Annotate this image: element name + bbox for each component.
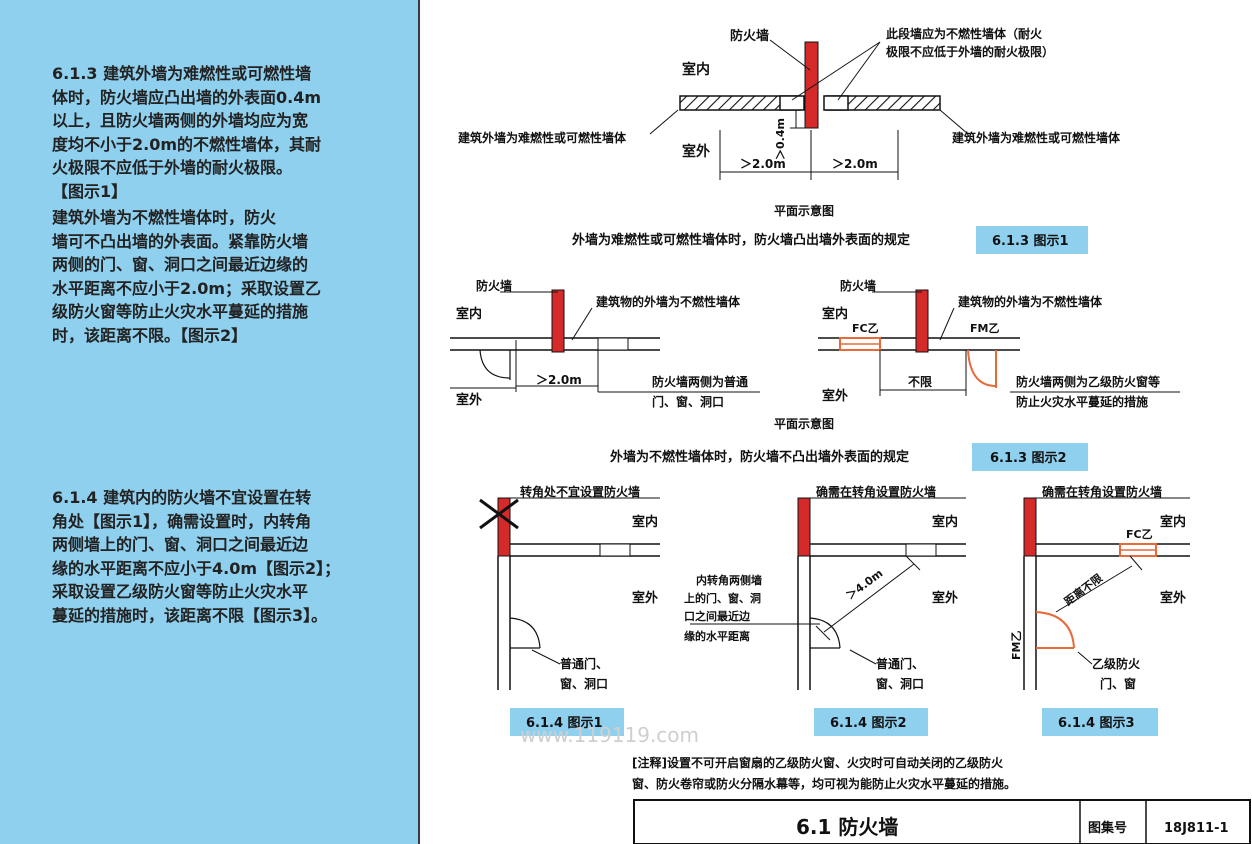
label-note-2: 极限不应低于外墙的耐火极限） [886,44,1054,59]
section-title: 6.1 防火墙 [796,815,898,839]
label-distance-unlimited: 距离不限 [1061,571,1105,609]
label-indoor: 室内 [682,61,710,78]
figure-badge: 6.1.4 图示2 [830,716,907,731]
atlas-label: 图集号 [1088,820,1127,836]
plan-caption: 平面示意图 [774,416,834,431]
note-line-2: 窗、防火卷帘或防火分隔水幕等，均可视为能防止火灾水平蔓延的措施。 [632,776,1016,791]
label-indoor: 室内 [932,514,958,530]
figure-badge: 6.1.4 图示3 [1058,716,1135,731]
figure-badge: 6.1.3 图示2 [990,451,1067,466]
desc-line-2: 上的门、窗、洞 [684,591,761,605]
figure-6-1-3-2-right: 防火墙 室内 建筑物的外墙为不燃性墙体 FC乙 FM乙 室外 不限 防火墙两侧为… [609,278,1180,471]
window-opening [599,543,631,557]
atlas-number: 18J811-1 [1164,821,1229,836]
figure-title: 外墙为难燃性或可燃性墙体时，防火墙凸出墙外表面的规定 [571,232,910,248]
window-opening [905,543,937,557]
note-line-1: [注释]设置不可开启窗扇的乙级防火窗、火灾时可自动关闭的乙级防火 [632,755,1004,770]
watermark: www.119119.com [520,723,699,747]
door-swing [479,349,511,379]
note-line-1: 普通门、 [560,656,608,671]
label-indoor: 室内 [456,306,482,322]
label-exterior-wall: 建筑物的外墙为不燃性墙体 [957,294,1103,309]
desc-line-4: 缘的水平距离 [684,629,750,643]
label-exterior-wall: 建筑物的外墙为不燃性墙体 [595,294,741,309]
firewall-red [804,41,819,129]
fire-door-fm [967,349,997,387]
firewall-red [1023,497,1037,557]
figure-badge-bg [976,226,1088,254]
figure-6-1-3-2-left: 防火墙 室内 建筑物的外墙为不燃性墙体 室外 ＞2.0m 防火墙两侧为普通 门、… [450,278,760,409]
label-fc: FC乙 [1126,528,1153,541]
figure-6-1-4-2: 确需在转角设置防火墙 室内 室外 ＞4.0m 内转角两侧墙 上的门、窗、洞 口之… [684,484,966,736]
clause-6-1-3: 6.1.3 建筑外墙为难燃性或可燃性墙 体时，防火墙应凸出墙的外表面0.4m 以… [52,64,322,201]
figure-badge-bg [972,443,1088,471]
dim-left-2m: ＞2.0m [740,157,786,171]
desc-line-3: 口之间最近边 [684,609,751,623]
label-indoor: 室内 [1160,514,1186,530]
fire-door-fm [1035,611,1075,649]
label-outdoor: 室外 [932,590,958,606]
label-left-wall: 建筑外墙为难燃性或可燃性墙体 [457,130,627,145]
note-line-1: 普通门、 [876,656,924,671]
label-outdoor: 室外 [682,143,710,160]
label-firewall: 防火墙 [730,28,769,44]
label-outdoor: 室外 [822,388,848,404]
figure-badge-bg [1042,708,1158,736]
clause-6-1-3-continued: 建筑外墙为不燃性墙体时，防火 墙可不凸出墙的外表面。紧靠防火墙 两侧的门、窗、洞… [52,208,322,345]
firewall-red [551,289,565,353]
note-line-2: 门、窗、洞口 [652,394,724,409]
figure-badge: 6.1.3 图示1 [992,234,1069,249]
window-opening [597,337,629,351]
label-note-1: 此段墙应为不燃性墙体（耐火 [886,26,1043,41]
door-swing [509,617,541,649]
note-line-2: 防止火灾水平蔓延的措施 [1016,394,1148,409]
figure-6-1-3-1: 防火墙 此段墙应为不燃性墙体（耐火 极限不应低于外墙的耐火极限） 室内 室外 建… [457,26,1121,254]
label-outdoor: 室外 [1160,590,1186,606]
label-firewall: 防火墙 [476,278,512,293]
label-outdoor: 室外 [456,392,482,408]
figure-6-1-4-1: 转角处不宜设置防火墙 室内 室外 普通门、 窗、洞口 6.1.4 图示1 [479,484,660,736]
label-fm: FM乙 [1010,631,1023,660]
noncombustible-wall-right [823,95,849,111]
label-firewall: 防火墙 [840,278,876,293]
dim-0-4m: ＞0.4m [774,118,787,160]
label-fm: FM乙 [970,322,999,335]
note-line-1: 防火墙两侧为乙级防火窗等 [1016,374,1160,389]
dim-2m: ＞2.0m [536,373,582,387]
label-right-wall: 建筑外墙为难燃性或可燃性墙体 [951,130,1121,145]
figure-badge: 6.1.4 图示1 [526,716,603,731]
note-line-2: 窗、洞口 [876,676,924,691]
figure-6-1-4-3: 确需在转角设置防火墙 室内 室外 FC乙 FM乙 距离不限 乙级防火 门、窗 6… [1010,484,1190,736]
dim-right-2m: ＞2.0m [832,157,878,171]
label-indoor: 室内 [822,306,848,322]
figure-title: 外墙为不燃性墙体时，防火墙不凸出墙外表面的规定 [609,449,909,465]
dim-unlimited: 不限 [908,374,932,389]
title: 确需在转角设置防火墙 [1042,484,1162,499]
desc-line-1: 内转角两侧墙 [696,573,762,587]
firewall-red [797,497,811,557]
title: 转角处不宜设置防火墙 [520,484,640,499]
note-line-2: 门、窗 [1100,676,1136,691]
text-panel: 6.1.3 建筑外墙为难燃性或可燃性墙 体时，防火墙应凸出墙的外表面0.4m 以… [0,0,420,844]
door-swing [809,617,841,649]
note-line-2: 窗、洞口 [560,676,608,691]
title-block: 6.1 防火墙 图集号 18J811-1 [633,799,1251,844]
figure-badge-bg [814,708,928,736]
label-outdoor: 室外 [632,590,658,606]
note-line-1: 防火墙两侧为普通 [652,374,748,389]
plan-caption: 平面示意图 [774,203,834,218]
dim-4m: ＞4.0m [844,567,885,603]
figure-badge-bg [510,708,624,736]
label-indoor: 室内 [632,514,658,530]
clause-6-1-4: 6.1.4 建筑内的防火墙不宜设置在转 角处【图示1】，确需设置时，内转角 两侧… [52,488,341,625]
note-line-1: 乙级防火 [1092,656,1141,671]
label-fc: FC乙 [852,322,879,335]
noncombustible-wall-left [779,95,805,111]
title: 确需在转角设置防火墙 [816,484,936,499]
firewall-red [915,289,929,353]
diagram-area: 防火墙 此段墙应为不燃性墙体（耐火 极限不应低于外墙的耐火极限） 室内 室外 建… [450,26,1251,844]
